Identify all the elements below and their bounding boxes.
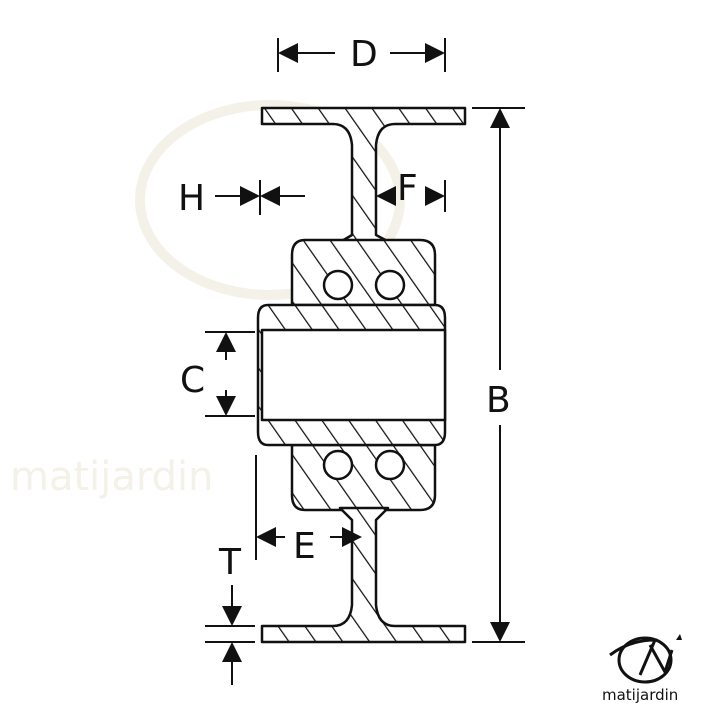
ball-bearing [374, 449, 406, 481]
label-f: F [397, 168, 418, 209]
logo-monogram [609, 638, 674, 676]
ball-bearing [322, 449, 354, 481]
label-e: E [293, 526, 316, 567]
logo-leaf-icon [676, 634, 682, 640]
watermark-circle [135, 100, 405, 300]
logo-text: matijardin [602, 686, 678, 704]
label-h: H [178, 178, 205, 219]
label-b: B [486, 380, 511, 421]
label-c: C [180, 360, 205, 401]
bottom-flange [260, 506, 467, 644]
label-t: T [218, 542, 242, 583]
watermark-text: matijardin [10, 454, 214, 500]
ball-bearing [374, 269, 406, 301]
label-d: D [350, 34, 378, 75]
hub-bore [260, 328, 447, 422]
bearing-housing [290, 238, 437, 307]
bearing-housing-lower [290, 443, 437, 512]
ball-bearing [322, 269, 354, 301]
matijardin-logo: matijardin [602, 634, 682, 704]
top-flange [260, 106, 467, 247]
logo-circle [617, 636, 673, 684]
